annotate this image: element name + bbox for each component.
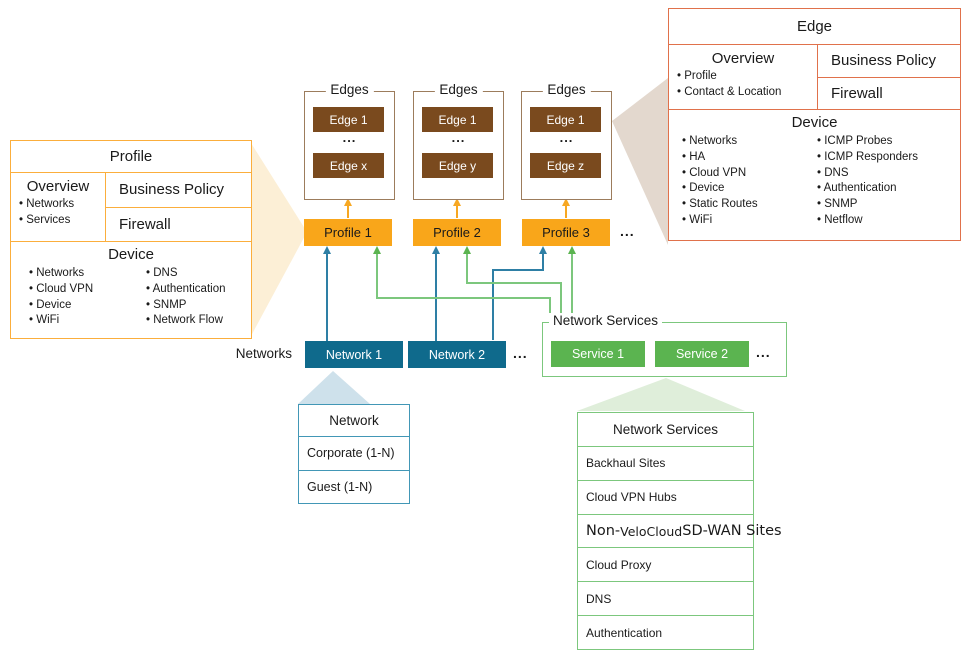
edge-device-item: HA — [682, 150, 817, 166]
edge-device-cell: Device Networks HA Cloud VPN Device Stat… — [669, 110, 960, 240]
network-services-detail-title: Network Services — [612, 422, 719, 437]
edge-overview-item: Profile — [677, 69, 817, 85]
edge-device-heading: Device — [791, 114, 838, 131]
network-services-group-label: Network Services — [549, 313, 663, 328]
profile-device-item: SNMP — [146, 298, 251, 314]
edge-device-item: Networks — [682, 134, 817, 150]
edge-device-item: SNMP — [817, 197, 960, 213]
network-services-row: Cloud VPN Hubs — [578, 479, 753, 514]
edge-device-item: Device — [682, 181, 817, 197]
network-detail-row: Guest (1-N) — [299, 469, 409, 504]
profile-node-3: Profile 3 — [522, 219, 610, 246]
edge-overview-cell: Overview Profile Contact & Location — [669, 45, 818, 109]
network-services-row: Cloud Proxy — [578, 547, 753, 581]
services-callout-wedge — [577, 378, 745, 411]
profile-device-cell: Device Networks Cloud VPN Device WiFi DN… — [11, 242, 251, 338]
edge-business-policy-cell: Business Policy — [818, 45, 960, 78]
profile-device-heading: Device — [108, 246, 154, 263]
nonvc-suffix: SD-WAN Sites — [682, 523, 782, 540]
edge-node: Edge x — [313, 153, 384, 178]
edge-device-item: DNS — [817, 166, 960, 182]
edges-ellipsis: ... — [559, 130, 574, 145]
edge-node: Edge 1 — [422, 107, 493, 132]
nonvc-brand: VeloCloud — [620, 523, 683, 539]
network-node-1: Network 1 — [305, 341, 403, 368]
profile-device-item: Cloud VPN — [29, 282, 146, 298]
edge-overview-item: Contact & Location — [677, 85, 817, 101]
profile-device-item: DNS — [146, 266, 251, 282]
profile-overview-item: Networks — [19, 197, 105, 213]
profile-overview-item: Services — [19, 213, 105, 229]
profile-device-item: Device — [29, 298, 146, 314]
edge-device-item: WiFi — [682, 213, 817, 229]
edge-device-item: Cloud VPN — [682, 166, 817, 182]
edge-detail-title: Edge — [669, 9, 960, 45]
edges-group-3: Edges Edge 1 ... Edge z — [521, 82, 612, 200]
profile-node-2: Profile 2 — [413, 219, 501, 246]
services-ellipsis: ... — [756, 344, 771, 360]
edge-callout-wedge — [612, 78, 668, 245]
edges-group-2: Edges Edge 1 ... Edge y — [413, 82, 504, 200]
edge-node: Edge y — [422, 153, 493, 178]
profile-overview-cell: Overview Networks Services — [11, 173, 106, 241]
service-to-profile-arrows — [376, 253, 573, 321]
profile-device-item: Networks — [29, 266, 146, 282]
edge-overview-heading: Overview — [711, 50, 775, 67]
profile-device-item: Authentication — [146, 282, 251, 298]
profile-node-1: Profile 1 — [304, 219, 392, 246]
profile-firewall-cell: Firewall — [119, 215, 171, 233]
profile-device-item: WiFi — [29, 313, 146, 329]
nonvc-prefix: Non- — [586, 523, 621, 540]
edges-group-label: Edges — [434, 82, 483, 97]
profile-to-edges-arrows — [344, 198, 570, 218]
network-detail-row: Corporate (1-N) — [307, 446, 395, 461]
edge-node: Edge 1 — [313, 107, 384, 132]
edge-detail-box: Edge Overview Profile Contact & Location… — [668, 8, 961, 241]
edge-device-item: Static Routes — [682, 197, 817, 213]
edge-node: Edge z — [530, 153, 601, 178]
network-services-row: Authentication — [578, 615, 753, 649]
network-detail-title: Network — [299, 405, 409, 437]
profile-business-policy-cell: Business Policy — [106, 173, 251, 208]
edges-ellipsis: ... — [451, 130, 466, 145]
edge-device-item: ICMP Responders — [817, 150, 960, 166]
edges-group-label: Edges — [325, 82, 374, 97]
network-node-2: Network 2 — [408, 341, 506, 368]
network-services-group: Network Services Service 1 Service 2 ... — [542, 313, 787, 377]
profile-detail-title: Profile — [11, 141, 251, 173]
edge-device-item: ICMP Probes — [817, 134, 960, 150]
network-services-detail-box: Network Services Backhaul Sites Cloud VP… — [577, 412, 782, 650]
service-arrowheads — [373, 246, 576, 254]
profiles-ellipsis: ... — [620, 223, 635, 239]
profile-device-item: Network Flow — [146, 313, 251, 329]
network-services-row: DNS — [578, 581, 753, 615]
network-services-row: Backhaul Sites — [578, 446, 753, 480]
edge-device-item: Authentication — [817, 181, 960, 197]
network-detail-box: Network Corporate (1-N) Guest (1-N) — [298, 404, 410, 504]
profile-callout-wedge — [251, 143, 307, 336]
service-node-1: Service 1 — [551, 341, 645, 367]
profile-overview-heading: Overview — [26, 178, 90, 195]
edges-group-1: Edges Edge 1 ... Edge x — [304, 82, 395, 200]
networks-ellipsis: ... — [513, 345, 528, 361]
edge-device-item: Netflow — [817, 213, 960, 229]
profile-detail-box: Profile Overview Networks Services Busin… — [10, 140, 252, 339]
edge-firewall-cell: Firewall — [831, 84, 883, 102]
edge-node: Edge 1 — [530, 107, 601, 132]
edges-group-label: Edges — [542, 82, 591, 97]
networks-label: Networks — [235, 346, 292, 361]
network-callout-wedge — [298, 371, 370, 404]
edges-ellipsis: ... — [342, 130, 357, 145]
network-arrowheads — [323, 246, 547, 254]
service-node-2: Service 2 — [655, 341, 749, 367]
